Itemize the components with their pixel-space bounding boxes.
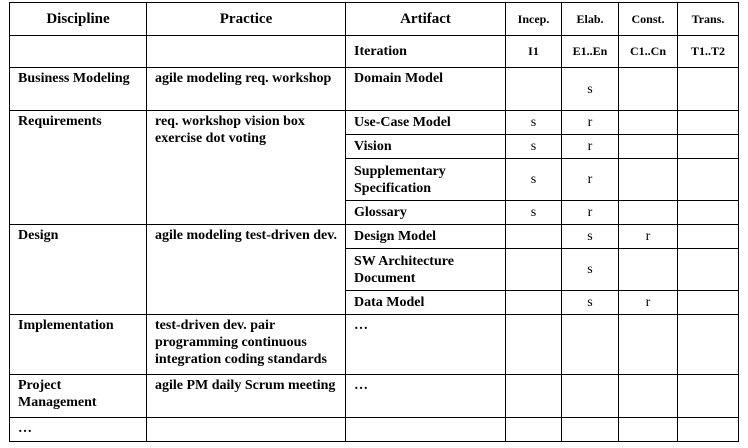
elaboration-cell: s xyxy=(561,248,619,291)
inception-cell xyxy=(505,248,562,291)
inception-cell: s xyxy=(505,134,562,159)
artifact-cell: Vision xyxy=(345,134,506,159)
inception-cell: s xyxy=(505,110,562,135)
table-row: Design agile modeling test-driven dev. D… xyxy=(9,224,739,315)
discipline-cell: … xyxy=(9,417,147,442)
inception-cell xyxy=(505,290,562,315)
development-case-table: Discipline Practice Artifact Incep. Elab… xyxy=(9,2,739,442)
table-row: Supplementary Specification s r xyxy=(10,158,739,201)
construction-cell: r xyxy=(618,224,678,249)
header-row: Discipline Practice Artifact Incep. Elab… xyxy=(9,2,739,36)
iteration-elaboration: E1..En xyxy=(561,35,619,68)
artifact-cell: … xyxy=(345,314,506,375)
iteration-row: Iteration I1 E1..En C1..Cn T1..T2 xyxy=(9,35,739,68)
elaboration-cell: s xyxy=(561,290,619,315)
inception-cell xyxy=(505,67,562,111)
table-row: … xyxy=(9,417,739,442)
artifact-cell: … xyxy=(345,374,506,418)
elaboration-cell: r xyxy=(561,134,619,159)
transition-cell xyxy=(677,67,739,111)
artifact-cell: Design Model xyxy=(345,224,506,249)
inception-cell xyxy=(505,314,562,375)
elaboration-cell xyxy=(561,314,619,375)
table-row: Business Modeling agile modeling req. wo… xyxy=(9,67,739,111)
artifact-cell: Supplementary Specification xyxy=(345,158,506,201)
iteration-blank-practice xyxy=(146,35,346,68)
transition-cell xyxy=(677,248,739,291)
iteration-label: Iteration xyxy=(345,35,506,68)
construction-cell xyxy=(618,374,678,418)
discipline-cell: Project Management xyxy=(9,374,147,418)
table-row: Project Management agile PM daily Scrum … xyxy=(9,374,739,418)
elaboration-cell: r xyxy=(561,158,619,201)
table-row: Implementation test-driven dev. pair pro… xyxy=(9,314,739,375)
practice-cell: agile modeling test-driven dev. xyxy=(146,224,346,315)
inception-cell xyxy=(505,224,562,249)
iteration-transition: T1..T2 xyxy=(677,35,739,68)
construction-cell xyxy=(618,67,678,111)
header-artifact: Artifact xyxy=(345,2,506,36)
discipline-cell: Design xyxy=(9,224,147,315)
elaboration-cell: s xyxy=(561,67,619,111)
inception-cell: s xyxy=(505,200,562,225)
artifact-cell: Domain Model xyxy=(345,67,506,111)
elaboration-cell: r xyxy=(561,110,619,135)
construction-cell xyxy=(618,314,678,375)
header-construction: Const. xyxy=(618,2,678,36)
artifact-cell: Data Model xyxy=(345,290,506,315)
construction-cell xyxy=(618,110,678,135)
construction-cell xyxy=(618,200,678,225)
transition-cell xyxy=(677,200,739,225)
header-elaboration: Elab. xyxy=(561,2,619,36)
practice-cell: req. workshop vision box exercise dot vo… xyxy=(146,110,346,225)
practice-cell: agile modeling req. workshop xyxy=(146,67,346,111)
transition-cell xyxy=(677,134,739,159)
construction-cell xyxy=(618,417,678,442)
header-transition: Trans. xyxy=(677,2,739,36)
discipline-cell: Requirements xyxy=(9,110,147,225)
elaboration-cell: s xyxy=(561,224,619,249)
transition-cell xyxy=(677,417,739,442)
transition-cell xyxy=(677,224,739,249)
discipline-cell: Business Modeling xyxy=(9,67,147,111)
construction-cell xyxy=(618,134,678,159)
construction-cell: r xyxy=(618,290,678,315)
header-inception: Incep. xyxy=(505,2,562,36)
artifact-cell xyxy=(345,417,506,442)
elaboration-cell xyxy=(561,417,619,442)
iteration-inception: I1 xyxy=(505,35,562,68)
inception-cell xyxy=(505,374,562,418)
transition-cell xyxy=(677,158,739,201)
transition-cell xyxy=(677,110,739,135)
practice-cell xyxy=(146,417,346,442)
transition-cell xyxy=(677,290,739,315)
header-discipline: Discipline xyxy=(9,2,147,36)
construction-cell xyxy=(618,158,678,201)
header-practice: Practice xyxy=(146,2,346,36)
elaboration-cell xyxy=(561,374,619,418)
construction-cell xyxy=(618,248,678,291)
transition-cell xyxy=(677,314,739,375)
practice-cell: test-driven dev. pair programming contin… xyxy=(146,314,346,375)
inception-cell: s xyxy=(505,158,562,201)
iteration-construction: C1..Cn xyxy=(618,35,678,68)
iteration-blank-discipline xyxy=(9,35,147,68)
elaboration-cell: r xyxy=(561,200,619,225)
table-row: Vision s r xyxy=(10,134,739,159)
discipline-cell: Implementation xyxy=(9,314,147,375)
artifact-cell: Glossary xyxy=(345,200,506,225)
transition-cell xyxy=(677,374,739,418)
practice-cell: agile PM daily Scrum meeting xyxy=(146,374,346,418)
artifact-cell: Use-Case Model xyxy=(345,110,506,135)
artifact-cell: SW Architecture Document xyxy=(345,248,506,291)
table-row: Requirements req. workshop vision box ex… xyxy=(9,110,739,225)
inception-cell xyxy=(505,417,562,442)
